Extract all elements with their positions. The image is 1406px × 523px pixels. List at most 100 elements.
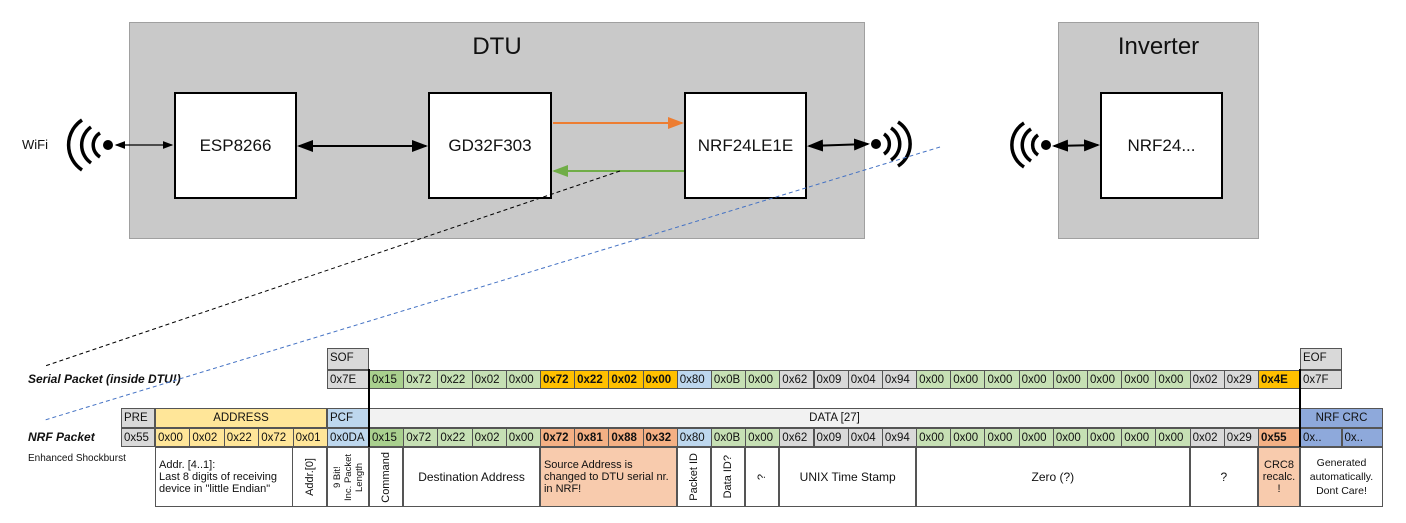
inverter-nrf-chip: NRF24...: [1100, 92, 1223, 199]
nrf-byte-unknown: 0x04: [847, 428, 883, 447]
wifi-label: WiFi: [22, 137, 48, 152]
serial-byte-unknown: 0x02: [1189, 370, 1225, 389]
serial-byte-data: 0x72: [403, 370, 439, 389]
nrf-byte-data: 0x00: [505, 428, 541, 447]
desc-line: Generated: [1316, 457, 1367, 469]
desc-line: !: [1277, 483, 1281, 495]
nrf-byte-data: 0x00: [984, 428, 1020, 447]
nrf-crc-byte: 0x..: [1341, 428, 1383, 447]
serial-byte-data: 0x00: [950, 370, 986, 389]
nrf24le1e-chip: NRF24LE1E: [684, 92, 807, 199]
desc-text: Data ID?: [722, 455, 735, 499]
nrf-byte-source: 0x72: [539, 428, 576, 447]
serial-byte-data: 0x02: [471, 370, 507, 389]
nrf-byte-data: 0x00: [1087, 428, 1123, 447]
nrf-byte-source: 0x81: [574, 428, 610, 447]
source-address-desc: Source Address is changed to DTU serial …: [539, 447, 677, 507]
eof-cell: 0x7F: [1300, 370, 1342, 389]
serial-byte-command: 0x15: [369, 370, 405, 389]
desc-text: Packet ID: [687, 453, 700, 501]
nrf-byte-unknown: 0x94: [881, 428, 918, 447]
desc-line: Dont Care!: [1316, 485, 1367, 497]
serial-byte-data: 0x00: [745, 370, 781, 389]
pre-header: PRE: [121, 408, 155, 428]
desc-line: Addr. [4..1]:: [159, 459, 216, 471]
nrf-byte-data: 0x72: [403, 428, 439, 447]
nrf-byte-data: 0x22: [437, 428, 473, 447]
eof-header: EOF: [1300, 348, 1342, 370]
data-divider-left: [368, 369, 370, 447]
packet-id-desc: Packet ID: [676, 447, 711, 507]
nrf-byte-data: 0x0B: [710, 428, 747, 447]
data-id-desc: Data ID?: [710, 447, 746, 507]
nrf-byte-data: 0x00: [1155, 428, 1191, 447]
desc-line: Inc. Packet: [342, 453, 354, 501]
desc-line: device in "little Endian": [159, 483, 271, 495]
nrf-byte-data: 0x02: [471, 428, 507, 447]
nrf-byte-data: 0x00: [745, 428, 781, 447]
address-byte: 0x02: [189, 428, 225, 447]
serial-byte-data: 0x00: [1052, 370, 1089, 389]
serial-byte-data: 0x00: [1155, 370, 1191, 389]
desc-line: automatically.: [1309, 471, 1374, 483]
serial-byte-data: 0x22: [437, 370, 473, 389]
address-byte: 0x01: [292, 428, 328, 447]
serial-byte-unknown: 0x94: [881, 370, 918, 389]
serial-byte-data: 0x00: [916, 370, 952, 389]
nrf-crc-desc: Generated automatically. Dont Care!: [1300, 447, 1383, 507]
nrf-packet-label: NRF Packet: [28, 430, 95, 444]
serial-byte-source: 0x72: [539, 370, 576, 389]
inverter-title: Inverter: [1117, 33, 1200, 60]
serial-byte-unknown: 0x62: [779, 370, 815, 389]
serial-byte-unknown: 0x29: [1223, 370, 1259, 389]
pcf-cell: 0x0DA: [327, 428, 369, 447]
serial-byte-source: 0x00: [642, 370, 678, 389]
gd32f303-chip: GD32F303: [428, 92, 552, 199]
pcf-header: PCF: [327, 408, 369, 428]
data-divider-right: [1299, 369, 1301, 447]
serial-packet-label: Serial Packet (inside DTU!): [28, 372, 181, 386]
nrf-byte-data: 0x00: [916, 428, 952, 447]
nrf-byte-data: 0x00: [1052, 428, 1089, 447]
nrf-byte-packet_id: 0x80: [676, 428, 712, 447]
serial-byte-data: 0x00: [1087, 370, 1123, 389]
data-header: DATA [27]: [369, 408, 1300, 428]
nrf-byte-command: 0x15: [369, 428, 405, 447]
serial-byte-crc: 0x4E: [1258, 370, 1300, 389]
sof-cell: 0x7E: [327, 370, 369, 389]
unknown-2-desc: ?: [1189, 447, 1258, 507]
nrf-byte-unknown: 0x29: [1223, 428, 1259, 447]
desc-line: Last 8 digits of receiving: [159, 471, 278, 483]
desc-line: 9 Bit!: [331, 466, 343, 488]
nrf-packet-sublabel: Enhanced Shockburst: [28, 453, 126, 464]
desc-text: ?: [756, 473, 769, 481]
address-header: ADDRESS: [155, 408, 327, 428]
nrf-byte-unknown: 0x62: [779, 428, 815, 447]
nrf-byte-unknown: 0x02: [1189, 428, 1225, 447]
unknown-desc: ?: [745, 447, 780, 507]
unix-timestamp-desc: UNIX Time Stamp: [779, 447, 917, 507]
desc-text: Generated automatically. Dont Care!: [1310, 456, 1373, 498]
serial-byte-data: 0x00: [1121, 370, 1157, 389]
serial-byte-source: 0x02: [608, 370, 644, 389]
serial-byte-unknown: 0x04: [847, 370, 883, 389]
nrf-byte-data: 0x00: [1121, 428, 1157, 447]
desc-line: Length: [353, 462, 365, 492]
nrf-byte-data: 0x00: [950, 428, 986, 447]
serial-byte-data: 0x00: [984, 370, 1020, 389]
dtu-title: DTU: [472, 33, 522, 60]
desc-text: Addr.[0]: [303, 458, 316, 496]
serial-byte-data: 0x0B: [710, 370, 747, 389]
address-byte: 0x00: [155, 428, 191, 447]
serial-byte-data: 0x00: [1018, 370, 1054, 389]
desc-text: Command: [380, 451, 393, 503]
serial-byte-packet_id: 0x80: [676, 370, 712, 389]
sof-header: SOF: [327, 348, 369, 370]
nrf-crc-byte: 0x..: [1300, 428, 1342, 447]
